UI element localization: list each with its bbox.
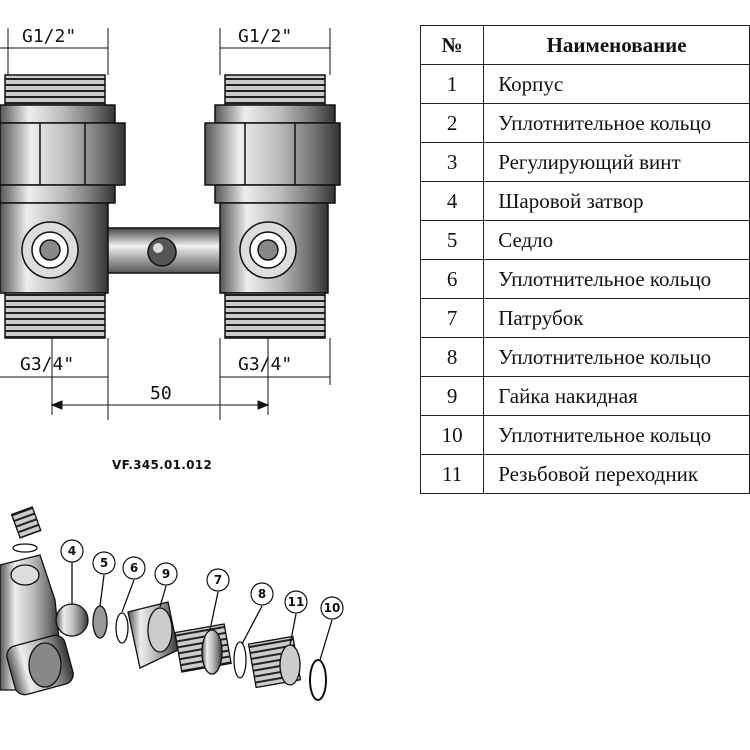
svg-text:7: 7 — [214, 573, 222, 587]
row-number: 10 — [419, 415, 485, 455]
svg-text:10: 10 — [324, 601, 341, 615]
row-name: Резьбовой переходник — [483, 454, 750, 494]
center-distance-label: 50 — [150, 383, 172, 404]
row-name: Корпус — [483, 64, 750, 104]
callout-9: 9 — [154, 562, 178, 586]
exploded-view — [0, 506, 333, 701]
row-name: Уплотнительное кольцо — [483, 337, 750, 377]
row-name: Шаровой затвор — [483, 181, 750, 221]
row-name: Уплотнительное кольцо — [483, 103, 750, 143]
callout-7: 7 — [206, 568, 230, 592]
row-name: Уплотнительное кольцо — [483, 259, 750, 299]
bottom-thread-left-label: G3/4" — [20, 354, 74, 375]
model-code: VF.345.01.012 — [112, 458, 213, 472]
row-name: Уплотнительное кольцо — [483, 415, 750, 455]
bottom-thread-right-label: G3/4" — [238, 354, 292, 375]
svg-text:6: 6 — [130, 561, 138, 575]
row-name: Гайка накидная — [483, 376, 750, 416]
row-number: 7 — [419, 298, 485, 338]
top-dimension-left — [0, 28, 109, 75]
top-thread-left-label: G1/2" — [22, 26, 76, 47]
bottom-dimension-right — [219, 338, 331, 420]
svg-text:4: 4 — [68, 544, 76, 558]
row-number: 4 — [419, 181, 485, 221]
svg-text:9: 9 — [162, 567, 170, 581]
row-name: Патрубок — [483, 298, 750, 338]
callout-11: 11 — [284, 590, 308, 614]
callout-8: 8 — [250, 582, 274, 606]
left-valve-body — [0, 74, 126, 339]
svg-text:8: 8 — [258, 587, 266, 601]
table-header-row: № Наименование — [419, 25, 750, 65]
row-name: Седло — [483, 220, 750, 260]
right-valve-body — [204, 74, 341, 339]
callout-10: 10 — [320, 596, 344, 620]
row-number: 6 — [419, 259, 485, 299]
column-header-number: № — [419, 25, 485, 65]
row-number: 5 — [419, 220, 485, 260]
row-number: 9 — [419, 376, 485, 416]
callout-4: 4 — [60, 539, 84, 563]
connecting-bridge — [107, 227, 221, 274]
column-header-name: Наименование — [483, 25, 750, 65]
top-dimension-right — [219, 28, 331, 75]
row-name: Регулирующий винт — [483, 142, 750, 182]
row-number: 1 — [419, 64, 485, 104]
svg-text:11: 11 — [288, 595, 305, 609]
row-number: 8 — [419, 337, 485, 377]
center-distance-dimension — [50, 338, 270, 415]
callout-6: 6 — [122, 556, 146, 580]
callout-5: 5 — [92, 551, 116, 575]
svg-text:5: 5 — [100, 556, 108, 570]
row-number: 3 — [419, 142, 485, 182]
row-number: 11 — [419, 454, 485, 494]
bottom-dimension-left — [0, 338, 109, 420]
row-number: 2 — [419, 103, 485, 143]
top-thread-right-label: G1/2" — [238, 26, 292, 47]
